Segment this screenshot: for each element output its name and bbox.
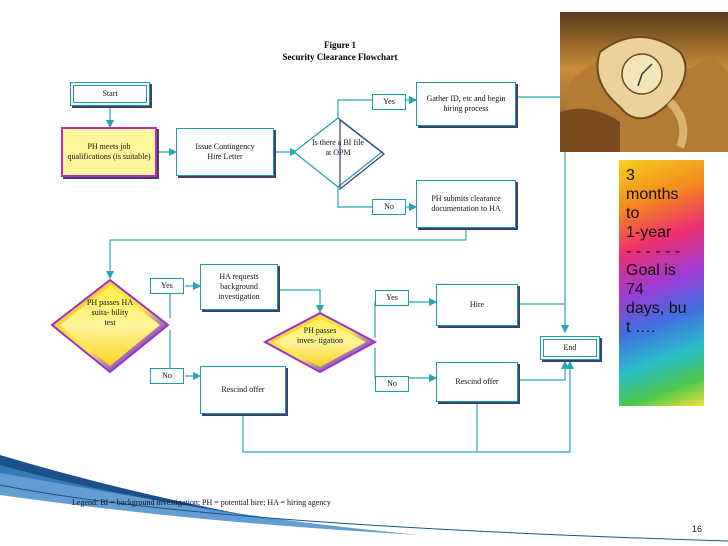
issue-hire-label: Issue Contingency Hire Letter [195, 142, 255, 161]
gather-id-node: Gather ID, etc and begin hiring process [416, 82, 516, 126]
rescind-offer-node-1: Rescind offer [200, 366, 286, 414]
yes-label-1: Yes [372, 94, 406, 110]
yes-label-2: Yes [150, 278, 184, 294]
rescind-offer-node-2: Rescind offer [436, 362, 518, 402]
start-label: Start [102, 89, 118, 98]
timeline-note: 3 months to 1-year - - - - - - Goal is 7… [619, 160, 704, 406]
page-number: 16 [692, 524, 703, 534]
issue-hire-node: Issue Contingency Hire Letter [176, 128, 274, 176]
suitability-label: PH passes HA suita- bility test [86, 298, 134, 327]
ha-requests-node: HA requests background investigation [200, 264, 278, 310]
start-node: Start [70, 82, 150, 106]
gather-id-label: Gather ID, etc and begin hiring process [426, 94, 506, 113]
decorative-swoosh [0, 455, 728, 546]
ph-meets-node: PH meets job qualifications (is suitable… [61, 127, 157, 177]
rescind-offer-label-2: Rescind offer [455, 377, 499, 386]
no-label-2: No [150, 368, 184, 384]
legend: Legend: BI = background investigation; P… [72, 498, 331, 507]
painting-image [560, 12, 728, 152]
figure-title: Security Clearance Flowchart [282, 52, 398, 62]
ha-requests-label: HA requests background investigation [218, 272, 260, 301]
bi-file-label: Is there a BI file at OPM [312, 138, 364, 157]
yes-label-3: Yes [375, 290, 409, 306]
no-label-3: No [375, 376, 409, 392]
figure-number: Figure 1 [323, 40, 357, 50]
ph-meets-label: PH meets job qualifications (is suitable… [67, 142, 151, 161]
hire-node: Hire [436, 284, 518, 326]
timeline-note-text: 3 months to 1-year - - - - - - Goal is 7… [626, 167, 687, 336]
hire-label: Hire [469, 300, 485, 309]
no-label-1: No [372, 199, 406, 215]
end-node: End [540, 336, 600, 360]
end-label: End [563, 343, 577, 352]
investigation-label: PH passes inves- tigation [297, 326, 343, 345]
rescind-offer-label-1: Rescind offer [221, 385, 265, 394]
ph-submits-node: PH submits clearance documentation to HA [416, 180, 516, 228]
ph-submits-label: PH submits clearance documentation to HA [431, 194, 501, 213]
